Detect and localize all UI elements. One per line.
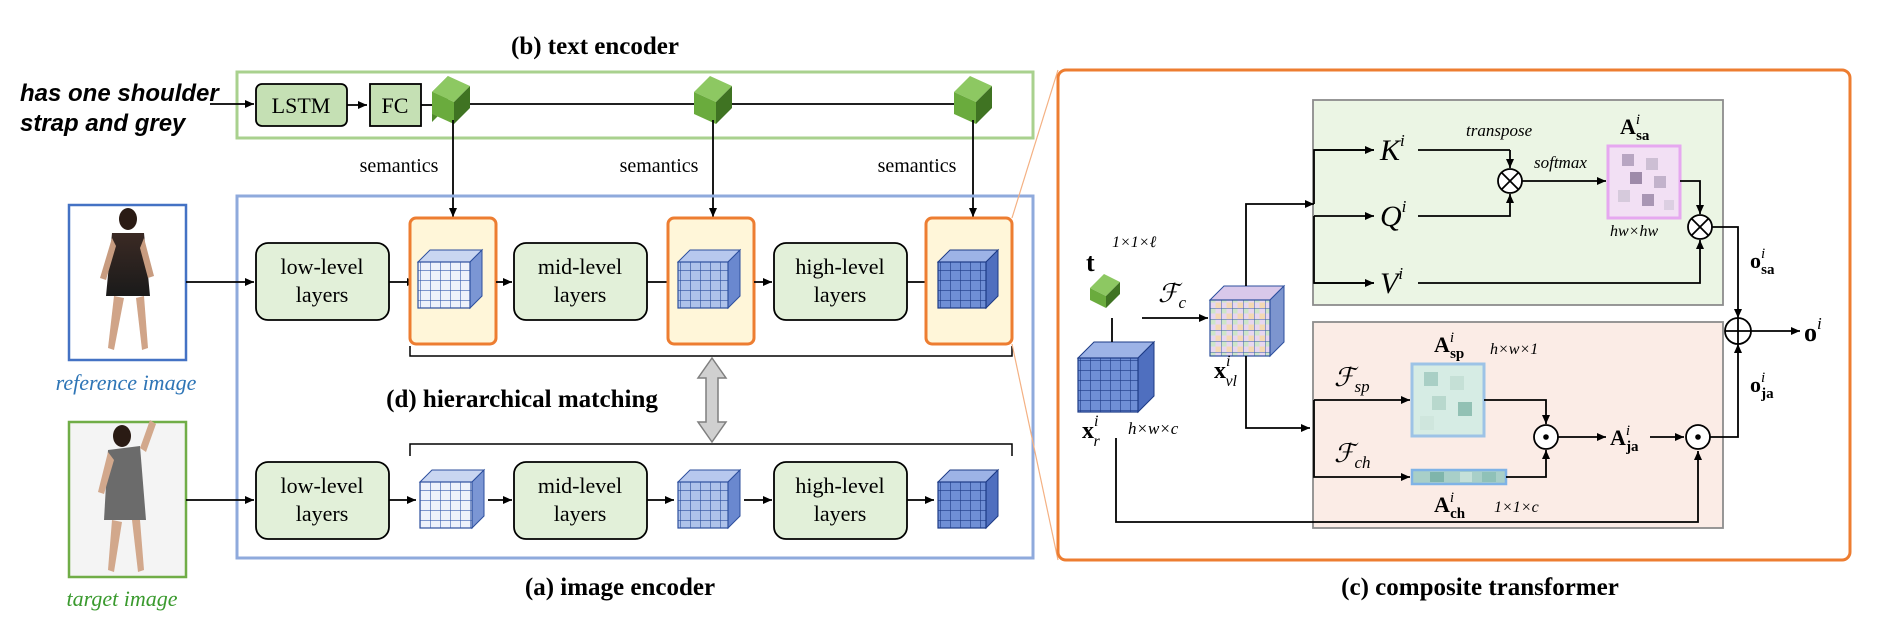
xvl-branch-down bbox=[1245, 356, 1310, 432]
composite-transformer-frame bbox=[1056, 68, 1852, 562]
feature-cube-top-3 bbox=[936, 248, 1000, 310]
bottom-low-level-line1: low-level bbox=[280, 473, 363, 498]
ach-attention-bar bbox=[1410, 468, 1508, 486]
q-to-matmul-arrow bbox=[1418, 194, 1514, 217]
asa-to-matmul-arrow bbox=[1680, 180, 1704, 214]
semantic-token-1 bbox=[432, 76, 470, 124]
joint-attention-box bbox=[1312, 321, 1724, 529]
t-label: t bbox=[1086, 248, 1095, 277]
semantics-label-2: semantics bbox=[620, 155, 699, 177]
semantic-token-3 bbox=[954, 76, 992, 124]
top-high-level-line2: layers bbox=[814, 282, 867, 307]
reference-image-caption: reference image bbox=[56, 370, 197, 395]
bottom-mid-level-line1: mid-level bbox=[538, 473, 622, 498]
fc-transform-label: ℱc bbox=[1158, 279, 1186, 312]
bottom-low-level-line2: layers bbox=[296, 501, 349, 526]
top-high-level-line1: high-level bbox=[795, 254, 884, 279]
matmul-operator-1 bbox=[1497, 168, 1523, 194]
xr-dim-label: h×w×c bbox=[1128, 419, 1179, 438]
xr-skip-arrow bbox=[1115, 438, 1702, 523]
semantics-label-1: semantics bbox=[360, 155, 439, 177]
asp-to-product-arrow bbox=[1484, 399, 1550, 424]
elementwise-product-1 bbox=[1533, 424, 1559, 450]
image-encoder-title: (a) image encoder bbox=[525, 574, 715, 601]
q-label: Qi bbox=[1380, 197, 1407, 233]
text-encoder-title: (b) text encoder bbox=[511, 33, 679, 60]
target-image-caption: target image bbox=[67, 586, 178, 611]
sum-operator bbox=[1724, 317, 1752, 345]
asa-attention-map bbox=[1606, 144, 1682, 220]
output-label: oi bbox=[1804, 314, 1822, 347]
top-low-level-line2: layers bbox=[296, 282, 349, 307]
text-encoder-frame bbox=[235, 70, 1035, 140]
target-image bbox=[67, 420, 188, 579]
asp-dim-label: h×w×1 bbox=[1490, 341, 1538, 358]
bottom-brace bbox=[409, 443, 1013, 456]
ach-dim-label: 1×1×c bbox=[1494, 499, 1539, 516]
fch-arrow bbox=[1313, 428, 1410, 481]
oja-arrow bbox=[1710, 344, 1742, 438]
feature-cube-top-1 bbox=[416, 248, 484, 310]
query-text-line1: has one shoulder bbox=[20, 80, 220, 107]
asp-attention-map bbox=[1410, 362, 1486, 438]
reference-image bbox=[67, 203, 188, 362]
t-dim-label: 1×1×ℓ bbox=[1112, 234, 1157, 251]
xr-cube bbox=[1076, 340, 1156, 414]
top-mid-level-line1: mid-level bbox=[538, 254, 622, 279]
k-label: Ki bbox=[1379, 131, 1405, 167]
t-token bbox=[1090, 274, 1120, 308]
osa-arrow bbox=[1712, 226, 1742, 318]
bottom-high-level-line2: layers bbox=[814, 501, 867, 526]
bottom-mid-level-line2: layers bbox=[554, 501, 607, 526]
bottom-high-level-line1: high-level bbox=[795, 473, 884, 498]
zoom-line-bottom bbox=[1011, 343, 1059, 561]
composite-transformer-title: (c) composite transformer bbox=[1341, 574, 1619, 601]
semantic-token-2 bbox=[694, 76, 732, 124]
image-encoder-frame bbox=[235, 194, 1035, 560]
transpose-label: transpose bbox=[1466, 121, 1533, 140]
feature-cube-bottom-3 bbox=[936, 468, 1000, 530]
lstm-label: LSTM bbox=[272, 93, 331, 118]
softmax-label: softmax bbox=[1534, 153, 1587, 172]
matmul-operator-2 bbox=[1687, 214, 1713, 240]
v-label: Vi bbox=[1380, 264, 1403, 300]
top-low-level-line1: low-level bbox=[280, 254, 363, 279]
zoom-line-top bbox=[1011, 69, 1059, 219]
elementwise-product-2 bbox=[1685, 424, 1711, 450]
feature-cube-bottom-1 bbox=[418, 468, 486, 530]
feature-cube-top-2 bbox=[676, 248, 742, 310]
matching-title: (d) hierarchical matching bbox=[386, 386, 658, 413]
asa-dim-label: hw×hw bbox=[1610, 223, 1658, 240]
ach-to-product-arrow bbox=[1506, 450, 1550, 478]
matching-double-arrow bbox=[696, 356, 728, 444]
xvl-cube bbox=[1208, 284, 1286, 358]
xvl-branch-up bbox=[1245, 200, 1314, 286]
top-brace bbox=[409, 346, 1013, 357]
fc-label: FC bbox=[382, 93, 409, 118]
query-text-line2: strap and grey bbox=[20, 110, 187, 137]
feature-cube-bottom-2 bbox=[676, 468, 742, 530]
top-mid-level-line2: layers bbox=[554, 282, 607, 307]
semantics-label-3: semantics bbox=[878, 155, 957, 177]
v-to-matmul-arrow bbox=[1418, 240, 1704, 284]
